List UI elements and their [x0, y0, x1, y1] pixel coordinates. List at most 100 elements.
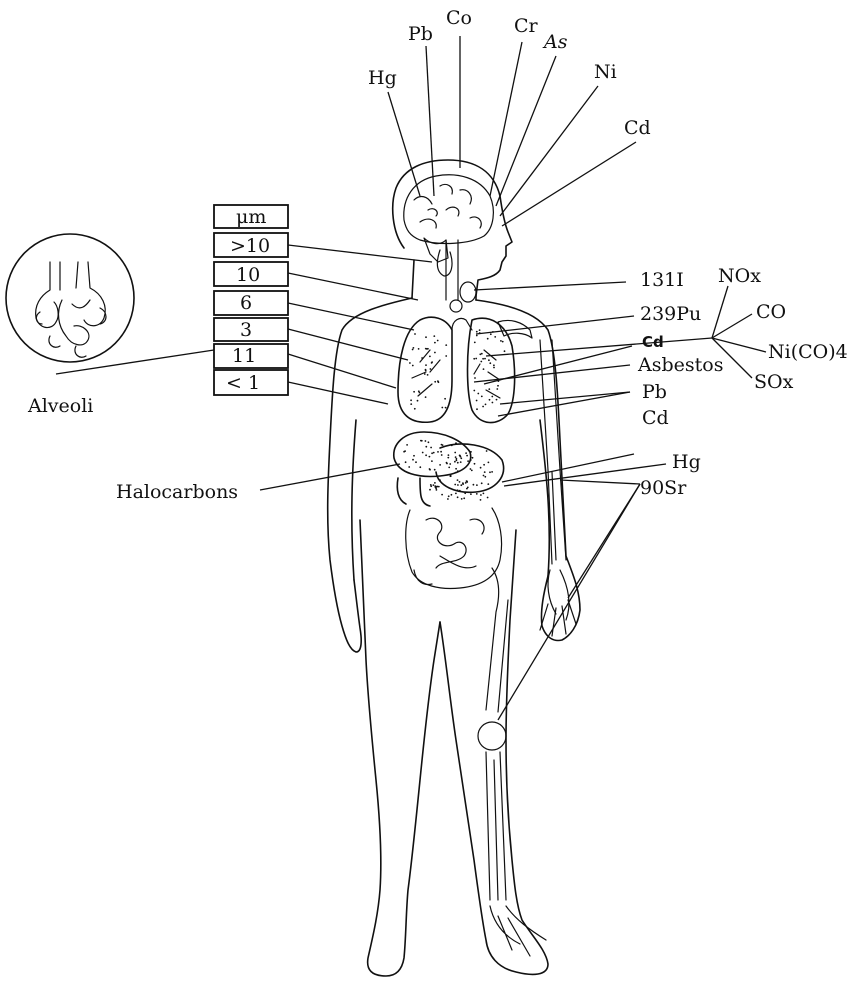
stipple-dot: [460, 461, 462, 463]
stipple-dot: [457, 484, 459, 486]
label-ni-head: Ni: [594, 61, 617, 83]
stipple-dot: [414, 408, 416, 410]
stipple-dot: [444, 398, 446, 400]
particle-size-table: μm >10 10 6 3 11 < 1: [214, 205, 288, 395]
stipple-dot: [488, 462, 490, 464]
stipple-dot: [409, 362, 411, 364]
stipple-dot: [434, 469, 436, 471]
stipple-dot: [493, 364, 495, 366]
stipple-dot: [479, 329, 481, 331]
stipple-dot: [504, 350, 506, 352]
stipple-dot: [441, 407, 443, 409]
stipple-dot: [422, 452, 424, 454]
throat-drawing: [437, 240, 476, 302]
stipple-dot: [441, 454, 443, 456]
stipple-dot: [415, 461, 417, 463]
stipple-dot: [427, 374, 429, 376]
stipple-dot: [434, 381, 436, 383]
stipple-dot: [483, 464, 485, 466]
stipple-dot: [465, 482, 467, 484]
table-cell-3: 3: [240, 319, 252, 341]
stipple-dot: [447, 498, 449, 500]
lungs-drawing: [398, 300, 515, 423]
stipple-dot: [412, 459, 414, 461]
table-cell-lt1: < 1: [226, 372, 260, 394]
stipple-dot: [485, 404, 487, 406]
stipple-dot: [455, 472, 457, 474]
stipple-dot: [476, 408, 478, 410]
label-90sr: 90Sr: [640, 477, 687, 499]
stipple-dot: [425, 369, 427, 371]
body-outline: [328, 160, 580, 976]
leader-lines: [56, 36, 766, 720]
stipple-dot: [470, 493, 472, 495]
stipple-dot: [429, 469, 431, 471]
stipple-dot: [487, 338, 489, 340]
label-co-head: Co: [446, 7, 472, 29]
stipple-dot: [492, 331, 494, 333]
stipple-dot: [429, 456, 431, 458]
stipple-dot: [433, 452, 435, 454]
stipple-dot: [488, 388, 490, 390]
stipple-dot: [474, 342, 476, 344]
stipple-dot: [424, 373, 426, 375]
stipple-dot: [455, 493, 457, 495]
stipple-dot: [483, 475, 485, 477]
stipple-dot: [421, 440, 423, 442]
stipple-dot: [429, 356, 431, 358]
stipple-dot: [455, 456, 457, 458]
stipple-dot: [498, 380, 500, 382]
table-cell-gt10: >10: [230, 235, 270, 257]
stipple-dot: [494, 336, 496, 338]
stipple-dot: [480, 494, 482, 496]
stipple-dot: [480, 499, 482, 501]
stipple-dot: [425, 446, 427, 448]
stipple-dot: [489, 471, 491, 473]
label-halocarbons: Halocarbons: [116, 481, 238, 503]
leg-skeleton: [478, 568, 546, 956]
stipple-dot: [475, 358, 477, 360]
label-131i: 131I: [640, 269, 684, 291]
stipple-dot: [457, 496, 459, 498]
label-hg-kidney: Hg: [672, 451, 701, 473]
stipple-dot: [476, 331, 478, 333]
label-239pu: 239Pu: [640, 303, 701, 325]
stipple-dot: [473, 484, 475, 486]
stipple-dot: [496, 399, 498, 401]
stipple-dot: [481, 396, 483, 398]
stipple-dot: [429, 489, 431, 491]
stipple-dot: [445, 355, 447, 357]
stipple-dot: [457, 462, 459, 464]
stipple-dot: [472, 457, 474, 459]
head-labels: Hg Pb Co Cr As Ni Cd: [368, 7, 651, 139]
stipple-dot: [413, 455, 415, 457]
alveoli-label: Alveoli: [27, 395, 93, 417]
stipple-dot: [459, 481, 461, 483]
label-hg-head: Hg: [368, 67, 397, 89]
stipple-dot: [417, 400, 419, 402]
stipple-dot: [447, 457, 449, 459]
stipple-dot: [466, 488, 468, 490]
stipple-dot: [482, 406, 484, 408]
stipple-dot: [496, 388, 498, 390]
stipple-dot: [463, 497, 465, 499]
stipple-dot: [434, 342, 436, 344]
stipple-dot: [425, 440, 427, 442]
stipple-dot: [437, 451, 439, 453]
stipple-dot: [413, 347, 415, 349]
stipple-dot: [457, 479, 459, 481]
stipple-dot: [410, 399, 412, 401]
stipple-dot: [410, 403, 412, 405]
stipple-dot: [473, 358, 475, 360]
stipple-dot: [460, 484, 462, 486]
stipple-dot: [425, 364, 427, 366]
label-cr-head: Cr: [514, 15, 539, 37]
stipple-dot: [436, 486, 438, 488]
stipple-dot: [483, 368, 485, 370]
stipple-dot: [437, 380, 439, 382]
stipple-dot: [500, 340, 502, 342]
table-unit-label: μm: [236, 206, 266, 228]
stipple-dot: [426, 348, 428, 350]
stipple-dot: [487, 483, 489, 485]
stipple-dot: [470, 468, 472, 470]
